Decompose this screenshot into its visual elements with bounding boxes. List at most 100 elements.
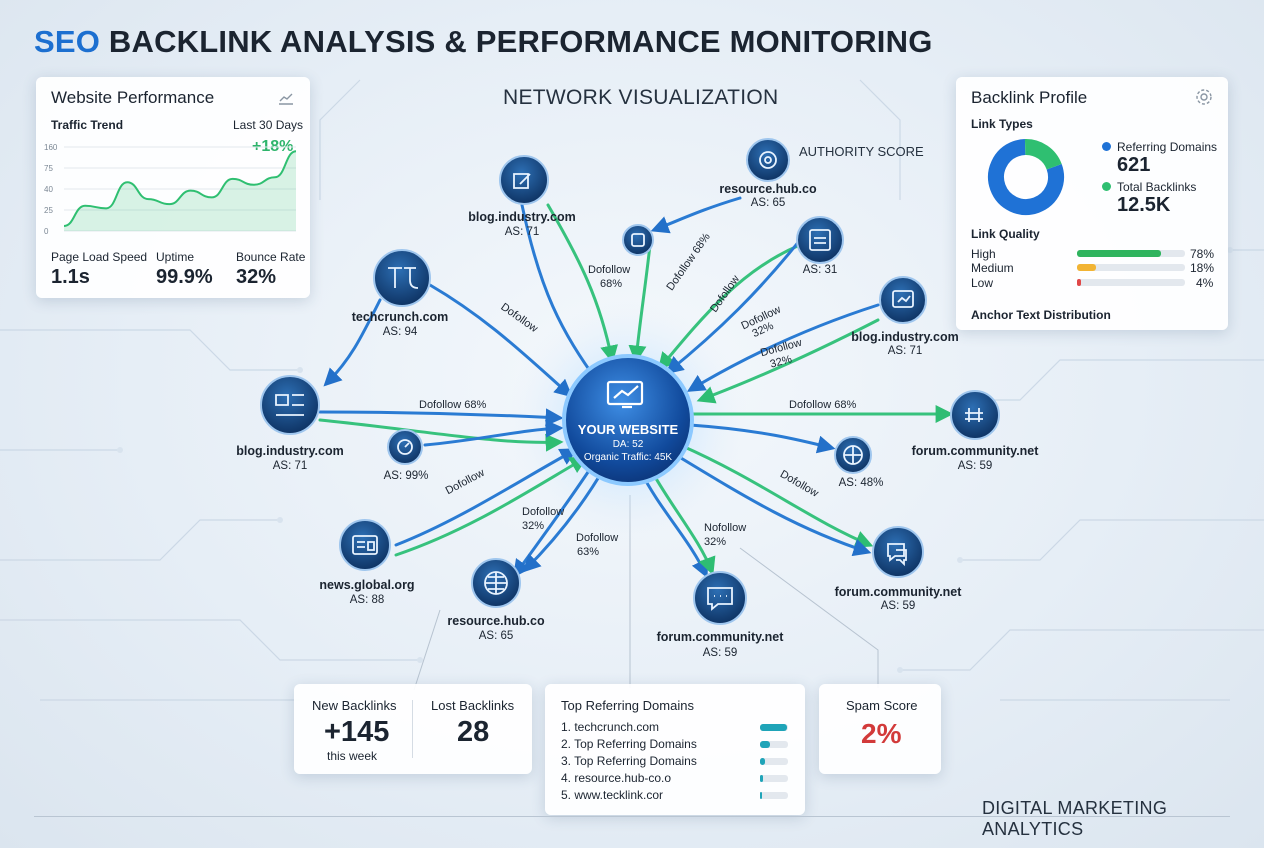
top-referring-item[interactable]: 5. www.tecklink.cor — [561, 788, 664, 802]
y-tick-label: 40 — [44, 185, 53, 194]
edge-label-dofollow-68: Dofollow 68% — [419, 399, 487, 411]
node-forum-bottom-label[interactable]: forum.community.net — [656, 630, 784, 644]
y-tick-label: 160 — [44, 143, 58, 152]
top-referring-bar — [760, 741, 770, 748]
edge-label-pct: 68% — [600, 278, 623, 290]
quality-medium-label: Medium — [971, 261, 1014, 275]
total-backlinks-value: 12.5K — [1117, 194, 1171, 216]
y-tick-label: 75 — [44, 164, 53, 173]
node-blog-top-label[interactable]: blog.industry.com — [468, 210, 576, 224]
network-title: NETWORK VISUALIZATION — [503, 86, 779, 109]
top-referring-item[interactable]: 3. Top Referring Domains — [561, 754, 697, 768]
top-referring-item[interactable]: 1. techcrunch.com — [561, 720, 660, 734]
referring-domains-value: 621 — [1117, 154, 1151, 176]
quality-medium-bar — [1077, 264, 1097, 271]
traffic-trend-chart: 160 75 40 25 0 — [44, 143, 297, 236]
traffic-area — [64, 151, 296, 231]
y-tick-label: 25 — [44, 206, 53, 215]
top-referring-bar-track — [760, 758, 788, 765]
node-forum-lower-right-as: AS: 59 — [880, 600, 916, 612]
quality-low-label: Low — [971, 276, 994, 290]
top-referring-title: Top Referring Domains — [561, 698, 694, 713]
quality-medium-pct: 18% — [1190, 261, 1215, 275]
node-techcrunch-as: AS: 94 — [382, 326, 418, 338]
metric-load-label: Page Load Speed — [51, 250, 148, 264]
node-forum-right-as: AS: 59 — [957, 460, 993, 472]
edge-label-nofollow: Nofollow — [704, 522, 747, 534]
top-referring-item[interactable]: 2. Top Referring Domains — [561, 737, 697, 751]
website-performance-card[interactable]: Website Performance Traffic Trend Last 3… — [36, 77, 310, 298]
backlink-profile-card[interactable]: Backlink Profile Link Types Referring Do… — [956, 77, 1228, 330]
edge-label-dofollow-68: Dofollow 68% — [789, 399, 857, 411]
node-forum-bottom-as: AS: 59 — [702, 647, 738, 659]
top-referring-bar-track — [760, 792, 788, 799]
new-backlinks-value: +145 — [324, 716, 390, 748]
node-as48: AS: 48% — [838, 477, 884, 489]
metric-load-value: 1.1s — [51, 266, 90, 288]
edge-label-dofollow: Dofollow — [576, 532, 619, 544]
top-referring-bar — [760, 724, 787, 731]
total-dot — [1102, 182, 1111, 191]
node-blog-right-label[interactable]: blog.industry.com — [851, 330, 959, 344]
footer-label: DIGITAL MARKETING ANALYTICS — [982, 798, 1168, 839]
new-backlinks-label: New Backlinks — [312, 698, 397, 713]
node-as99: AS: 99% — [383, 470, 429, 482]
node-resource-top-label[interactable]: resource.hub.co — [719, 182, 817, 196]
edge-label-dofollow: Dofollow — [588, 264, 631, 276]
traffic-range-label: Last 30 Days — [233, 118, 304, 132]
quality-high-label: High — [971, 247, 996, 261]
anchor-text-label[interactable]: Anchor Text Distribution — [971, 308, 1111, 322]
node-techcrunch-label[interactable]: techcrunch.com — [351, 310, 449, 324]
link-quality-label: Link Quality — [971, 227, 1040, 241]
quality-high-bar — [1077, 250, 1162, 257]
center-traffic: Organic Traffic: 45K — [583, 452, 673, 463]
top-referring-bar-track — [760, 741, 788, 748]
y-tick-label: 0 — [44, 227, 49, 236]
authority-score-label: AUTHORITY SCORE — [799, 144, 924, 159]
node-news-as: AS: 88 — [349, 594, 385, 606]
card-divider — [412, 700, 413, 758]
settings-gear-icon[interactable] — [1195, 88, 1213, 106]
node-blog-left-as: AS: 71 — [272, 460, 308, 472]
quality-high-pct: 78% — [1190, 247, 1215, 261]
total-backlinks-label: Total Backlinks — [1117, 180, 1197, 194]
traffic-line — [63, 150, 297, 227]
new-backlinks-sub: this week — [327, 749, 378, 763]
node-blog-right-as: AS: 71 — [887, 345, 923, 357]
edge-label-pct: 32% — [522, 520, 545, 532]
website-performance-title: Website Performance — [51, 88, 215, 107]
node-blog-top-as: AS: 71 — [504, 226, 540, 238]
node-blog-left-label[interactable]: blog.industry.com — [236, 444, 344, 458]
page-title: SEO BACKLINK ANALYSIS & PERFORMANCE MONI… — [34, 24, 933, 59]
edge-label-pct: 63% — [577, 546, 600, 558]
node-resource-bottom-label[interactable]: resource.hub.co — [447, 614, 545, 628]
node-forum-lower-right-label[interactable]: forum.community.net — [834, 585, 962, 599]
spam-score-value: 2% — [861, 718, 902, 749]
donut-referring-slice — [988, 139, 1064, 215]
trend-chart-icon[interactable] — [278, 91, 294, 105]
metric-bounce-value: 32% — [236, 266, 277, 288]
footer-divider — [34, 816, 1230, 817]
backlink-profile-title: Backlink Profile — [971, 88, 1088, 107]
node-forum-right-label[interactable]: forum.community.net — [911, 444, 1039, 458]
edge-label-pct: 32% — [704, 536, 727, 548]
traffic-trend-label: Traffic Trend — [51, 118, 124, 132]
top-referring-bar-track — [760, 775, 788, 782]
center-title: YOUR WEBSITE — [577, 422, 679, 437]
top-referring-item[interactable]: 4. resource.hub-co.o — [561, 771, 672, 785]
quality-low-pct: 4% — [1196, 276, 1214, 290]
backlinks-change-card[interactable]: New Backlinks +145 this week Lost Backli… — [294, 684, 532, 774]
spam-score-label: Spam Score — [846, 698, 918, 713]
metric-uptime-label: Uptime — [156, 250, 195, 264]
edge-label-dofollow: Dofollow — [522, 506, 565, 518]
top-referring-bar — [760, 758, 766, 765]
referring-dot — [1102, 142, 1111, 151]
spam-score-card[interactable]: Spam Score 2% — [819, 684, 941, 774]
node-news-label[interactable]: news.global.org — [319, 578, 415, 592]
link-types-donut — [988, 139, 1064, 215]
top-referring-card[interactable]: Top Referring Domains 1. techcrunch.com 2… — [545, 684, 805, 815]
node-resource-top-as: AS: 65 — [750, 197, 786, 209]
metric-bounce-label: Bounce Rate — [236, 250, 306, 264]
top-referring-bar — [760, 775, 764, 782]
